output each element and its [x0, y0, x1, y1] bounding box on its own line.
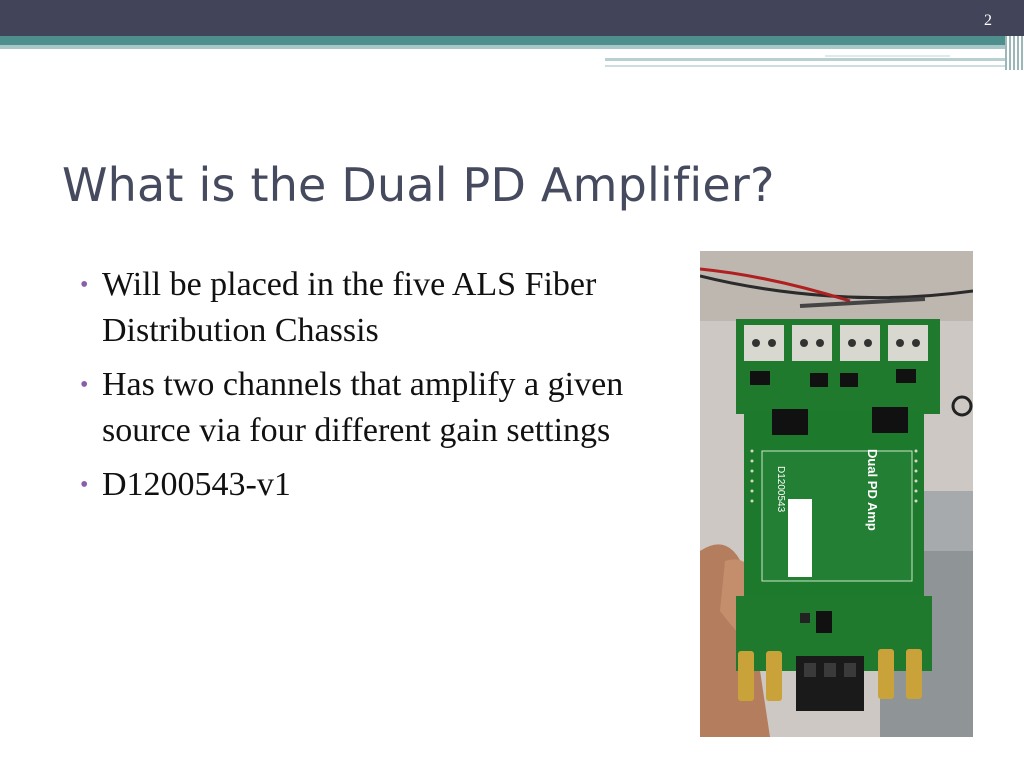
bullet-list: • Will be placed in the five ALS Fiber D… [80, 262, 650, 516]
decor-line [605, 58, 1005, 61]
bullet-text: Will be placed in the five ALS Fiber Dis… [102, 266, 597, 349]
top-banner [0, 0, 1024, 36]
circuit-board-photo: D1200543 Dual PD Amp [700, 251, 973, 737]
bullet-dot-icon: • [80, 372, 89, 398]
bullet-text: Has two channels that amplify a given so… [102, 366, 624, 449]
bullet-item: • Has two channels that amplify a given … [80, 362, 650, 454]
bullet-text: D1200543-v1 [102, 466, 291, 503]
slide-title: What is the Dual PD Amplifier? [62, 158, 775, 212]
light-stripe [0, 45, 1005, 49]
circuit-board-illustration: D1200543 Dual PD Amp [700, 251, 973, 737]
teal-stripe [0, 36, 1005, 45]
decor-line [825, 55, 950, 57]
decor-edge [1005, 36, 1024, 70]
bullet-item: • Will be placed in the five ALS Fiber D… [80, 262, 650, 354]
bullet-dot-icon: • [80, 472, 89, 498]
board-silk-label: Dual PD Amp [865, 449, 880, 531]
decor-line [605, 65, 1005, 67]
board-part-label: D1200543 [775, 466, 786, 513]
slide-number: 2 [984, 12, 992, 29]
bullet-item: • D1200543-v1 [80, 462, 650, 508]
bullet-dot-icon: • [80, 272, 89, 298]
